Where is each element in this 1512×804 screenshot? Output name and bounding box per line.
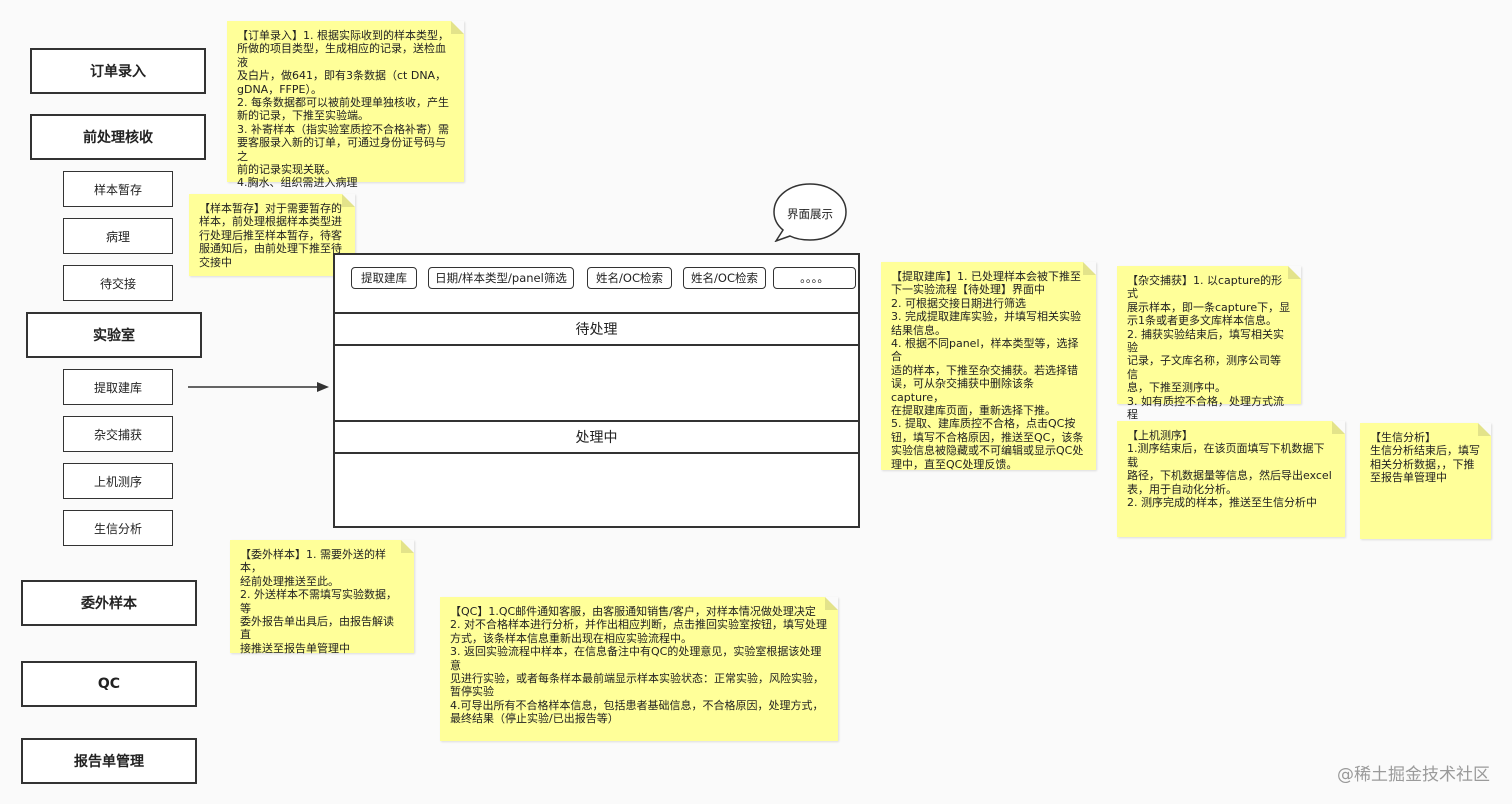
name-oc-search-button[interactable]: 姓名/OC检索 <box>587 267 672 289</box>
pending-section-header: 待处理 <box>335 312 858 346</box>
qc-node: QC <box>21 661 197 707</box>
note-extract-library: 【提取建库】1. 已处理样本会被下推至 下一实验流程【待处理】界面中 2. 可根… <box>881 262 1096 471</box>
pathology-node: 病理 <box>63 218 173 254</box>
outsourced-sample-node: 委外样本 <box>21 580 197 626</box>
bioinformatics-label: 生信分析 <box>93 521 142 536</box>
extract-library-button[interactable]: 提取建库 <box>351 267 417 289</box>
sequencing-node: 上机测序 <box>63 463 173 499</box>
pending-label: 待处理 <box>575 322 618 338</box>
laboratory-node: 实验室 <box>26 312 202 358</box>
pathology-label: 病理 <box>105 229 130 244</box>
sample-hold-label: 样本暂存 <box>93 182 142 197</box>
note-sample-hold: 【样本暂存】对于需要暂存的 样本，前处理根据样本类型进 行处理后推至样本暂存，待… <box>189 194 355 276</box>
interface-mockup: 提取建库 日期/样本类型/panel筛选 姓名/OC检索 姓名/OC检索 。。。… <box>333 253 860 528</box>
note-sequencing: 【上机测序】 1.测序结束后，在该页面填写下机数据下载 路径，下机数据量等信息，… <box>1117 421 1345 537</box>
order-entry-node: 订单录入 <box>30 48 206 94</box>
note-qc: 【QC】1.QC邮件通知客服，由客服通知销售/客户，对样本情况做处理决定 2. … <box>440 597 838 741</box>
report-management-label: 报告单管理 <box>74 754 144 770</box>
note-bioinformatics: 【生信分析】 生信分析结束后，填写 相关分析数据，，下推 至报告单管理中 <box>1360 423 1491 539</box>
preprocess-check-node: 前处理核收 <box>30 114 206 160</box>
watermark: @稀土掘金技术社区 <box>1337 765 1490 785</box>
pending-handover-node: 待交接 <box>63 265 173 301</box>
order-entry-label: 订单录入 <box>90 64 146 80</box>
report-management-node: 报告单管理 <box>21 738 197 784</box>
note-hybrid-capture: 【杂交捕获】1. 以capture的形式 展示样本，即一条capture下，显 … <box>1117 266 1301 434</box>
extract-library-node: 提取建库 <box>63 369 173 405</box>
preprocess-check-label: 前处理核收 <box>83 130 153 146</box>
note-order-entry: 【订单录入】1. 根据实际收到的样本类型， 所做的项目类型，生成相应的记录，送检… <box>227 21 464 189</box>
name-oc-search-button-2[interactable]: 姓名/OC检索 <box>683 267 766 289</box>
pending-handover-label: 待交接 <box>99 276 136 291</box>
sample-hold-node: 样本暂存 <box>63 171 173 207</box>
hybrid-capture-label: 杂交捕获 <box>93 427 142 442</box>
interface-display-bubble <box>773 183 847 242</box>
extract-library-label: 提取建库 <box>93 380 142 395</box>
more-button[interactable]: 。。。。 <box>773 267 856 289</box>
laboratory-label: 实验室 <box>93 328 135 344</box>
bubble-label: 界面展示 <box>787 207 833 221</box>
bioinformatics-node: 生信分析 <box>63 510 173 546</box>
note-outsourced: 【委外样本】1. 需要外送的样本， 经前处理推送至此。 2. 外送样本不需填写实… <box>230 540 414 655</box>
sequencing-label: 上机测序 <box>93 474 142 489</box>
processing-label: 处理中 <box>575 430 618 446</box>
outsourced-sample-label: 委外样本 <box>81 596 137 612</box>
qc-label: QC <box>97 676 121 692</box>
date-sample-panel-filter-button[interactable]: 日期/样本类型/panel筛选 <box>428 267 574 289</box>
hybrid-capture-node: 杂交捕获 <box>63 416 173 452</box>
flow-arrow <box>188 382 329 392</box>
processing-section-header: 处理中 <box>335 420 858 454</box>
